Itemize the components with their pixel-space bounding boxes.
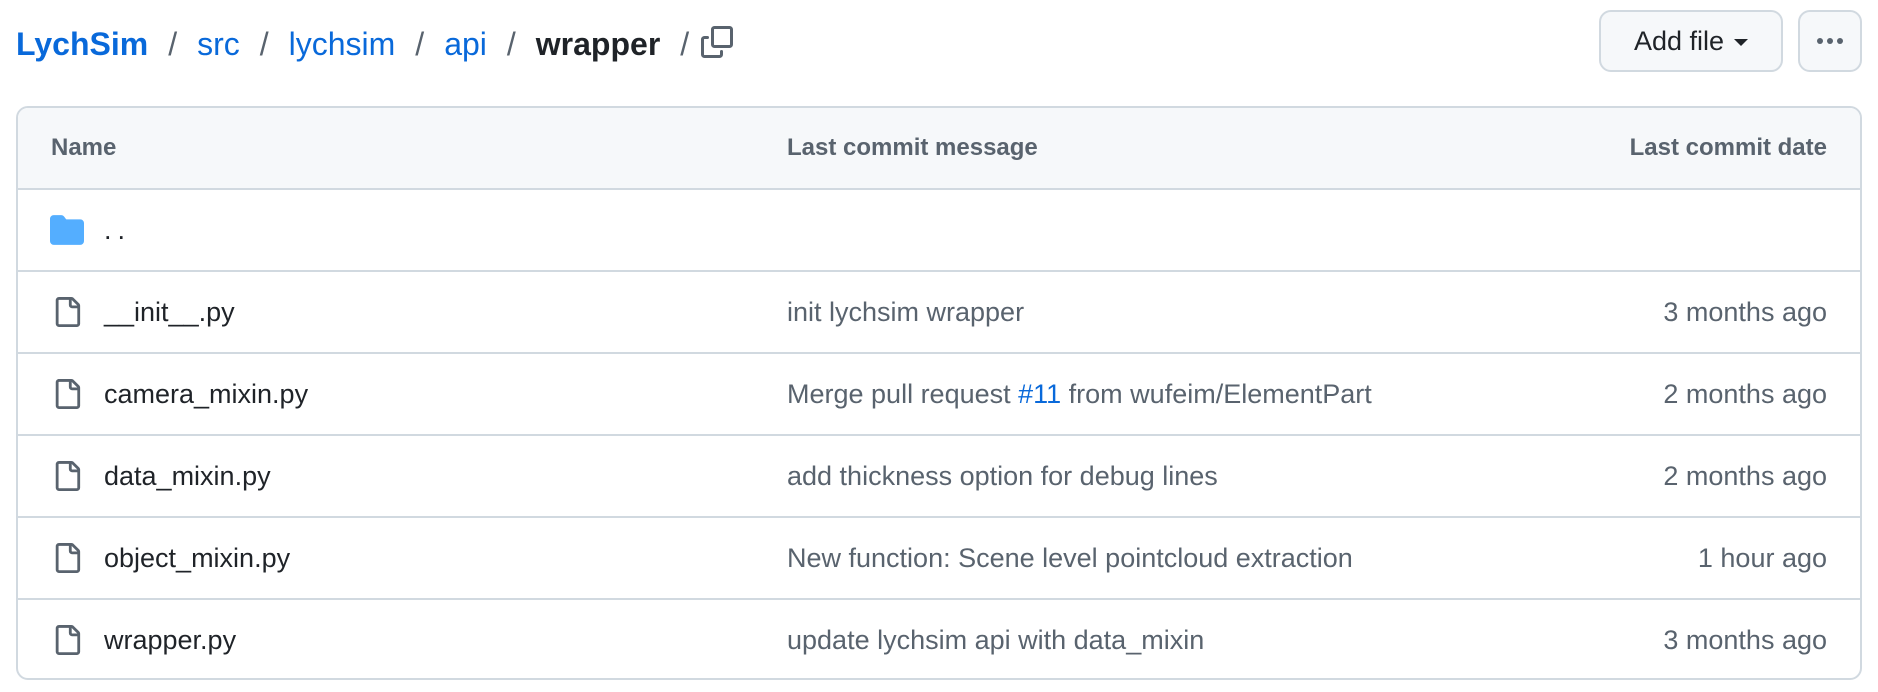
commit-date: 3 months ago [1663, 297, 1827, 327]
commit-message-link[interactable]: init lychsim wrapper [787, 297, 1025, 327]
breadcrumb-current: wrapper [535, 26, 661, 62]
file-icon [50, 458, 84, 494]
commit-message-link[interactable]: Merge pull request [787, 379, 1019, 409]
breadcrumb-separator: / [168, 26, 178, 62]
table-row: object_mixin.py New function: Scene leve… [18, 518, 1860, 600]
commit-date: 1 hour ago [1697, 543, 1827, 573]
file-icon [50, 540, 84, 576]
breadcrumb-lychsim-link[interactable]: lychsim [288, 26, 396, 62]
table-row: camera_mixin.py Merge pull request #11 f… [18, 354, 1860, 436]
file-name-link[interactable]: __init__.py [104, 297, 235, 327]
breadcrumb-src-link[interactable]: src [197, 26, 240, 62]
file-name-link[interactable]: data_mixin.py [104, 461, 271, 491]
add-file-button[interactable]: Add file [1599, 10, 1783, 72]
file-name-link[interactable]: wrapper.py [104, 625, 237, 655]
commit-date: 2 months ago [1663, 461, 1827, 491]
file-icon [50, 294, 84, 330]
commit-message: Merge pull request #11 from wufeim/Eleme… [787, 354, 1372, 434]
file-name-link[interactable]: camera_mixin.py [104, 379, 309, 409]
breadcrumb: LychSim / src / lychsim / api / wrapper … [16, 22, 709, 66]
column-header-name: Name [51, 134, 117, 161]
breadcrumb-separator: / [415, 26, 425, 62]
column-header-message: Last commit message [787, 134, 1038, 161]
breadcrumb-api-link[interactable]: api [444, 26, 487, 62]
parent-directory-row[interactable]: .. [18, 190, 1860, 272]
more-options-button[interactable] [1798, 10, 1862, 72]
file-icon [50, 376, 84, 412]
top-bar: LychSim / src / lychsim / api / wrapper … [16, 10, 1862, 74]
breadcrumb-separator: / [259, 26, 269, 62]
commit-message-link[interactable]: update lychsim api with data_mixin [787, 625, 1205, 655]
table-row: data_mixin.py add thickness option for d… [18, 436, 1860, 518]
breadcrumb-repo-link[interactable]: LychSim [16, 26, 149, 62]
commit-message-link[interactable]: add thickness option for debug lines [787, 461, 1218, 491]
add-file-label: Add file [1633, 25, 1725, 56]
file-icon [50, 622, 84, 658]
parent-directory-link[interactable]: .. [104, 215, 132, 245]
breadcrumb-separator: / [680, 26, 690, 62]
commit-date: 2 months ago [1663, 379, 1827, 409]
breadcrumb-separator: / [506, 26, 516, 62]
table-row: wrapper.py update lychsim api with data_… [18, 600, 1860, 678]
folder-icon [50, 212, 84, 248]
commit-message-link[interactable]: New function: Scene level pointcloud ext… [787, 543, 1353, 573]
copy-icon [701, 26, 733, 58]
chevron-down-icon [1734, 39, 1749, 46]
commit-date: 3 months ago [1663, 625, 1827, 655]
file-name-link[interactable]: object_mixin.py [104, 543, 291, 573]
file-table-header: Name Last commit message Last commit dat… [18, 108, 1860, 190]
column-header-date: Last commit date [1629, 134, 1827, 161]
table-row: __init__.py init lychsim wrapper 3 month… [18, 272, 1860, 354]
kebab-horizontal-icon [1817, 38, 1843, 44]
copy-path-button[interactable] [695, 20, 739, 64]
pull-request-link[interactable]: #11 [1018, 379, 1062, 409]
commit-message-link[interactable]: from wufeim/ElementPart [1061, 379, 1372, 409]
file-table: Name Last commit message Last commit dat… [16, 106, 1862, 680]
